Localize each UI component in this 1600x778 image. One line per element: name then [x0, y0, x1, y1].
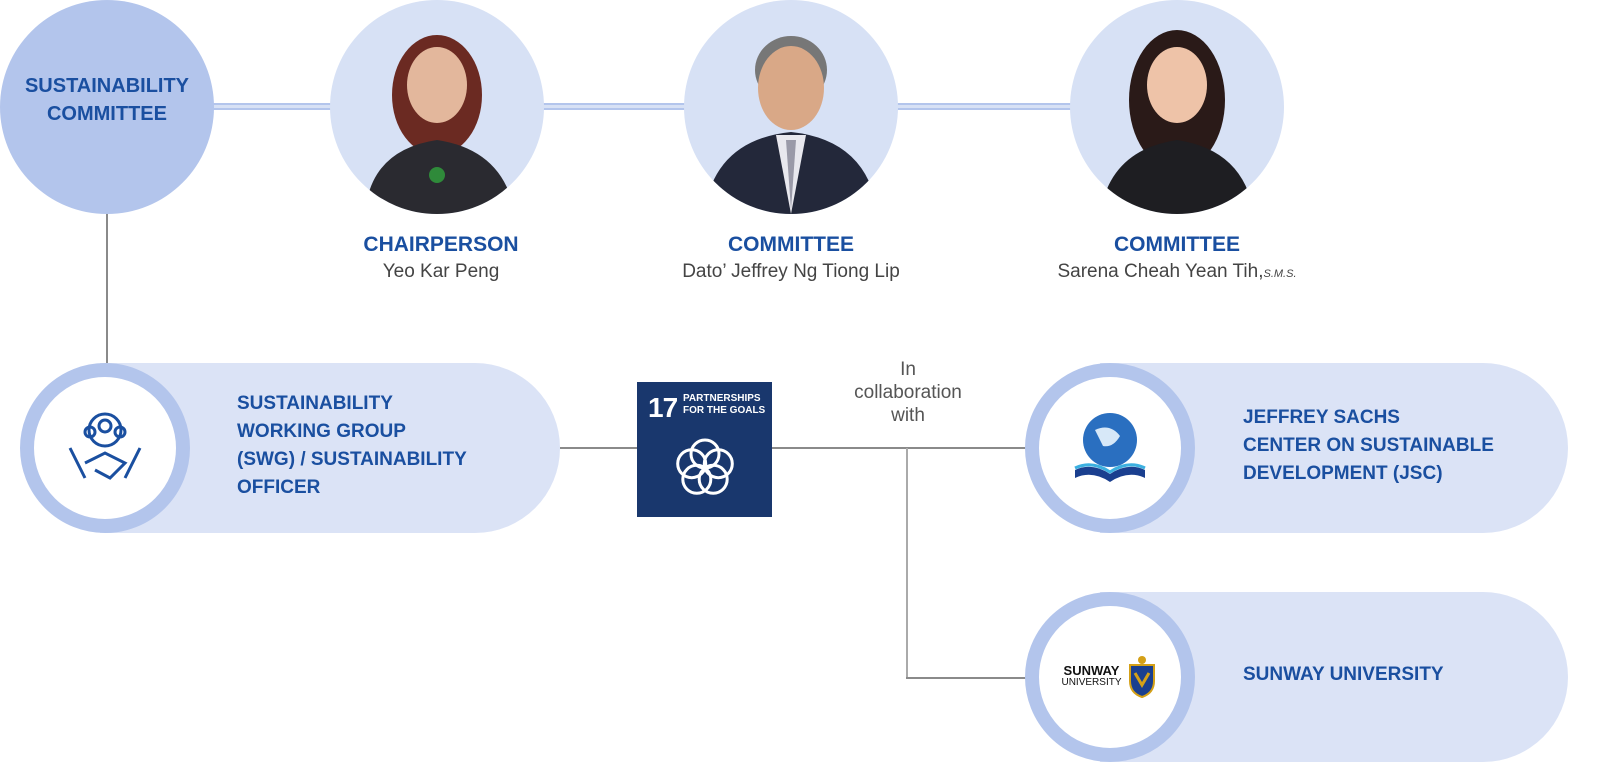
- swg-to-partners-line: [560, 447, 1030, 449]
- collab-text: collaboration: [854, 382, 962, 403]
- member-name: Dato’ Jeffrey Ng Tiong Lip: [682, 261, 900, 282]
- swg-label-line: WORKING GROUP: [237, 421, 406, 442]
- committee-title: COMMITTEE: [46, 103, 167, 125]
- member-name: Sarena Cheah Yean Tih,: [1057, 261, 1264, 282]
- jsc-label-line: CENTER ON SUSTAINABLE: [1243, 435, 1494, 456]
- swg-label-line: (SWG) / SUSTAINABILITY: [237, 449, 467, 470]
- sunway-label: SUNWAY UNIVERSITY: [1243, 664, 1444, 685]
- committee-member-label: COMMITTEE Sarena Cheah Yean Tih,S.M.S.: [1017, 231, 1337, 287]
- globe-book-logo-icon: [1074, 413, 1146, 482]
- sdg-17-badge: 17 PARTNERSHIPS FOR THE GOALS: [637, 382, 772, 517]
- partners-branch-line: [906, 448, 908, 679]
- committee-to-swg-line: [106, 212, 108, 364]
- member-role: CHAIRPERSON: [363, 233, 519, 256]
- committee-title: SUSTAINABILITY: [24, 75, 190, 97]
- committee-member-label: COMMITTEE Dato’ Jeffrey Ng Tiong Lip: [631, 231, 951, 285]
- sdg-title: PARTNERSHIPS: [683, 393, 761, 404]
- jsc-label-line: JEFFREY SACHS: [1243, 407, 1400, 428]
- sustainability-committee-node: SUSTAINABILITY COMMITTEE: [0, 0, 214, 214]
- chairperson-label: CHAIRPERSON Yeo Kar Peng: [281, 231, 601, 285]
- member-name: Yeo Kar Peng: [382, 261, 500, 282]
- sdg-title: FOR THE GOALS: [683, 405, 766, 416]
- swg-label: SUSTAINABILITY WORKING GROUP (SWG) / SUS…: [237, 390, 467, 502]
- jsc-logo-ring: [1025, 363, 1195, 533]
- committee-connector: [210, 103, 1080, 110]
- sunway-logo-ring: SUNWAY UNIVERSITY: [1025, 592, 1195, 762]
- sdg-rings-icon: [676, 438, 734, 495]
- crest-icon: [1128, 656, 1155, 699]
- committee-member-photo: [1070, 0, 1284, 214]
- swg-icon-ring: [20, 363, 190, 533]
- sunway-logo-text: SUNWAY: [1063, 663, 1120, 678]
- teamwork-handshake-icon: [68, 412, 142, 480]
- sdg-number: 17: [648, 392, 678, 423]
- sunway-logo-text: UNIVERSITY: [1061, 677, 1122, 688]
- member-role: COMMITTEE: [1114, 233, 1240, 256]
- committee-member-photo: [684, 0, 898, 214]
- collaboration-label: In collaboration with: [828, 358, 988, 427]
- jsc-label: JEFFREY SACHS CENTER ON SUSTAINABLE DEVE…: [1243, 404, 1494, 488]
- collab-text: In: [900, 359, 916, 380]
- swg-label-line: OFFICER: [237, 477, 321, 498]
- sunway-logo: SUNWAY UNIVERSITY: [1061, 655, 1158, 699]
- member-role: COMMITTEE: [728, 233, 854, 256]
- member-honorific: S.M.S.: [1263, 268, 1297, 280]
- swg-label-line: SUSTAINABILITY: [237, 393, 393, 414]
- collab-text: with: [891, 405, 925, 426]
- sunway-branch-line: [906, 677, 1030, 679]
- jsc-label-line: DEVELOPMENT (JSC): [1243, 463, 1443, 484]
- chairperson-photo: [330, 0, 544, 214]
